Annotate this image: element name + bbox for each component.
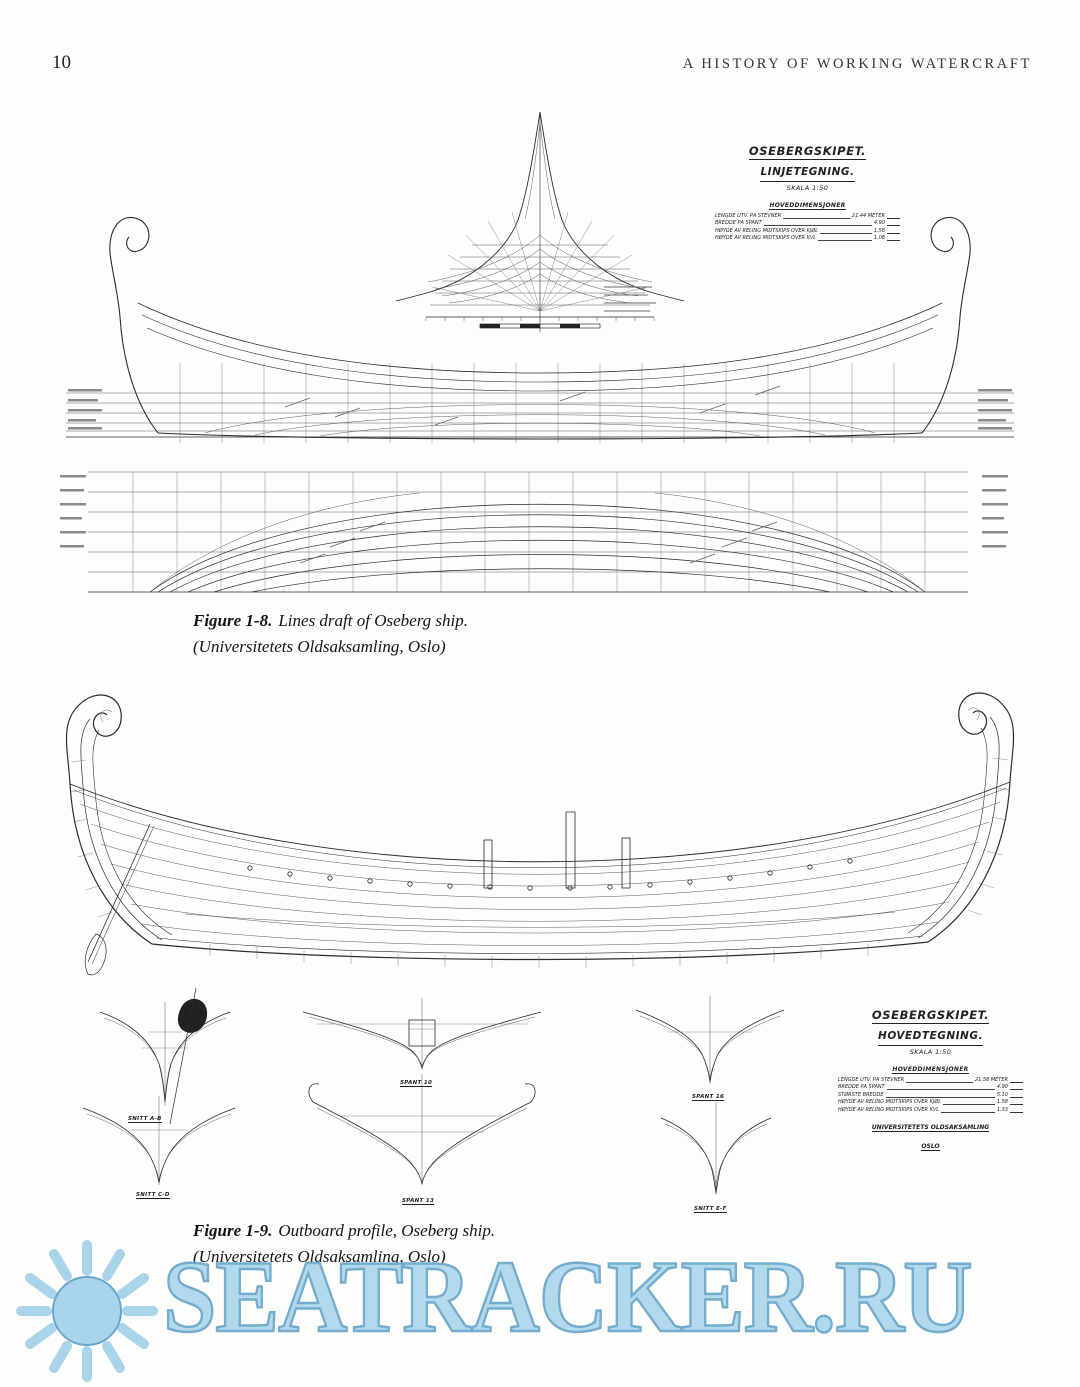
dimensions-header: HOVEDDIMENSJONER — [769, 201, 846, 210]
dimension-label: HØYDE AV RELING MIDTSKIPS OVER KVL — [838, 1106, 940, 1113]
dimension-row: HØYDE AV RELING MIDTSKIPS OVER KJØL 1.58 — [715, 228, 900, 236]
outboard-profile — [65, 692, 1015, 976]
drawing-subtitle: HOVEDTEGNING. — [878, 1030, 983, 1046]
dimension-row: BREDDE PÅ SPANT 4.90 — [715, 220, 900, 228]
dimension-label: LENGDE UTV. PÅ STEVNER — [838, 1076, 905, 1083]
section-b — [302, 998, 542, 1070]
dimension-value: 5.10 — [996, 1091, 1008, 1098]
half-breadth-plan — [60, 471, 1008, 593]
section-label: SNITT A-B — [128, 1116, 162, 1123]
lines-draft-drawing — [60, 111, 1014, 593]
dimension-leader — [886, 1089, 995, 1090]
dimension-row: HØYDE AV RELING MIDTSKIPS OVER KVL 1.08 — [715, 235, 900, 243]
dimension-leader — [818, 240, 872, 241]
dimension-label: STØRSTE BREDDE — [838, 1091, 884, 1098]
section-label: SPANT 16 — [692, 1094, 725, 1101]
drawing-credit-city: OSLO — [921, 1143, 940, 1151]
drawing-scale: SKALA 1:50 — [909, 1047, 952, 1056]
drawing-credit: UNIVERSITETETS OLDSAKSAMLING — [871, 1124, 990, 1132]
dimension-value: 21.44 METER — [851, 212, 885, 219]
dimension-leader — [943, 1104, 995, 1105]
dimension-row: HØYDE AV RELING MIDTSKIPS OVER KJØL 1.58 — [838, 1099, 1023, 1107]
drawing-subtitle: LINJETEGNING. — [760, 166, 855, 182]
dimension-label: HØYDE AV RELING MIDTSKIPS OVER KJØL — [838, 1099, 942, 1105]
watermark: SEATRACKER.RU — [0, 1236, 1080, 1387]
drawing-title: OSEBERGSKIPET. — [748, 144, 867, 161]
section-f — [660, 1102, 772, 1195]
page-number: 10 — [52, 52, 71, 73]
dimension-row: STØRSTE BREDDE 5.10 — [838, 1092, 1023, 1100]
dimension-leader — [820, 232, 872, 234]
dimensions-header: HOVEDDIMENSJONER — [892, 1065, 969, 1074]
caption-label: Figure 1-9. — [193, 1221, 273, 1240]
dimension-leader — [885, 1096, 995, 1098]
title-block-hovedtegning: OSEBERGSKIPET. HOVEDTEGNING. SKALA 1:50 … — [838, 1004, 1023, 1152]
deck-posts — [483, 811, 631, 889]
section-d — [82, 1096, 236, 1185]
caption-credit: (Universitetets Oldsaksamling, Oslo) — [193, 637, 446, 656]
dimension-row: HØYDE AV RELING MIDTSKIPS OVER KVL 1.33 — [838, 1107, 1023, 1115]
section-e — [308, 1074, 536, 1185]
steering-oar — [84, 823, 155, 976]
running-header: A HISTORY OF WORKING WATERCRAFT — [682, 56, 1032, 72]
section-label: SNITT C-D — [136, 1192, 170, 1199]
drawing-title: OSEBERGSKIPET. — [871, 1008, 990, 1025]
dimension-value: 1.33 — [996, 1106, 1008, 1113]
dimension-value: 1.58 — [996, 1099, 1008, 1105]
caption-text: Outboard profile, Oseberg ship. — [278, 1221, 496, 1240]
figure-1-9-caption: Figure 1-9. Outboard profile, Oseberg shi… — [193, 1218, 495, 1270]
dimension-value: 4.90 — [873, 220, 885, 226]
body-plan — [395, 111, 685, 332]
dimension-value: 1.08 — [873, 235, 885, 241]
dimension-label: HØYDE AV RELING MIDTSKIPS OVER KVL — [715, 235, 817, 241]
dimension-leader — [763, 225, 872, 226]
drawing-scale: SKALA 1:50 — [786, 183, 829, 192]
dimension-label: HØYDE AV RELING MIDTSKIPS OVER KJØL — [715, 227, 819, 234]
section-label: SNITT E-F — [694, 1206, 727, 1213]
dimension-row: BREDDE PÅ SPANT 4.90 — [838, 1084, 1023, 1092]
caption-label: Figure 1-8. — [193, 611, 273, 630]
section-label: SPANT 10 — [400, 1080, 433, 1087]
figure-1-8-caption: Figure 1-8.Lines draft of Oseberg ship. … — [193, 608, 468, 660]
dimension-leader — [906, 1081, 973, 1083]
sheer-plan — [66, 216, 1014, 443]
dimension-value: 1.58 — [873, 227, 885, 234]
dimension-row: LENGDE UTV. PÅ STEVNER 21.58 METER — [838, 1077, 1023, 1085]
dimension-leader — [941, 1111, 995, 1113]
section-label: SPANT 13 — [402, 1198, 435, 1205]
caption-credit: (Universitetets Oldsaksamling, Oslo) — [193, 1247, 446, 1266]
dimension-label: BREDDE PÅ SPANT — [838, 1084, 885, 1090]
caption-text: Lines draft of Oseberg ship. — [278, 611, 469, 630]
dimension-row: LENGDE UTV. PÅ STEVNER 21.44 METER — [715, 213, 900, 221]
dimension-leader — [783, 217, 850, 219]
dimension-value: 4.90 — [996, 1084, 1008, 1090]
section-c — [635, 996, 785, 1084]
dimension-label: BREDDE PÅ SPANT — [715, 220, 762, 226]
section-a — [99, 987, 231, 1125]
dimension-label: LENGDE UTV. PÅ STEVNER — [715, 212, 782, 219]
dimension-value: 21.58 METER — [974, 1076, 1008, 1083]
sun-icon — [16, 1240, 158, 1382]
oar-holes — [247, 858, 853, 891]
title-block-linjetegning: OSEBERGSKIPET. LINJETEGNING. SKALA 1:50 … — [715, 140, 900, 243]
outboard-profile-drawing — [65, 692, 1015, 1195]
